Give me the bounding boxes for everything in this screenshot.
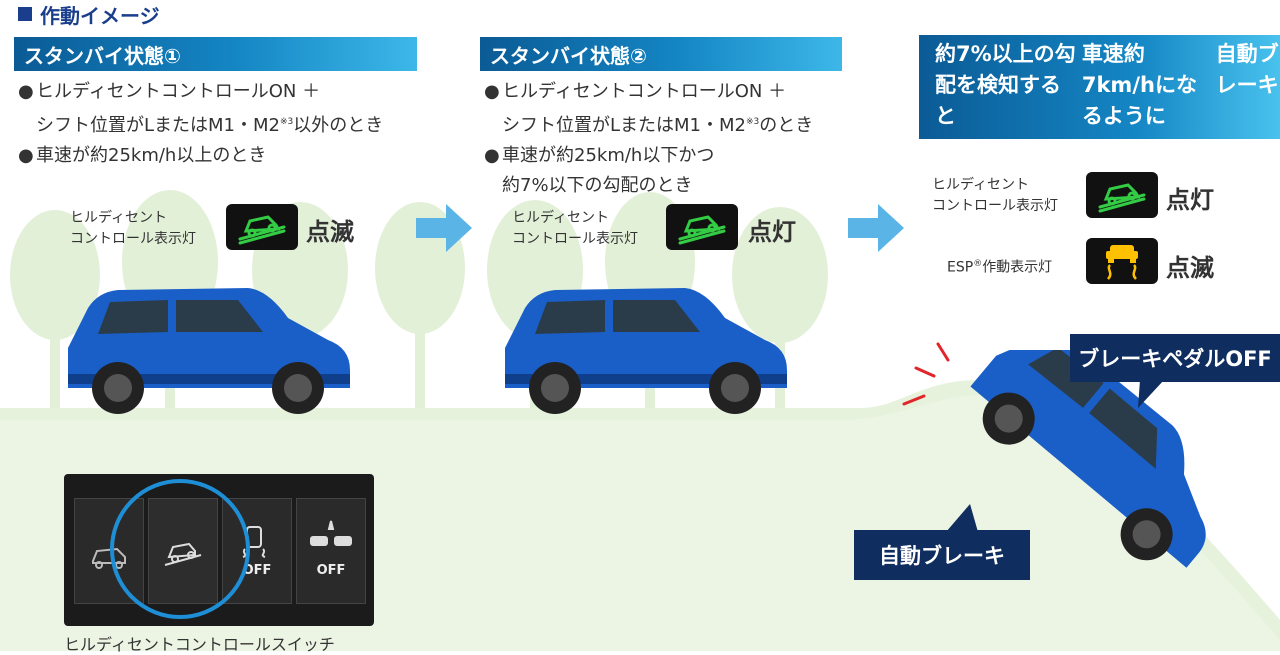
panel3-lamp2-state: 点滅: [1166, 254, 1214, 282]
panel1-heading: スタンバイ状態①: [14, 37, 417, 71]
panel2-lamp-label: ヒルディセント コントロール表示灯: [512, 210, 638, 247]
panel3-lamp1-label: ヒルディセント コントロール表示灯: [932, 177, 1058, 214]
hill-descent-car-icon: [164, 542, 202, 566]
collision-off-switch[interactable]: OFF: [296, 498, 366, 604]
hill-descent-car-icon: [238, 215, 286, 245]
vehicle-icon: [92, 547, 126, 569]
switch-panel-photo: OFF OFF: [64, 474, 374, 626]
condition-item: ●車速が約25km/h以上のとき: [18, 145, 267, 166]
collision-icon: [310, 520, 352, 546]
tree-1: [10, 210, 100, 410]
hill-descent-car-icon: [678, 215, 726, 245]
condition-item: ●車速が約25km/h以下かつ: [484, 145, 715, 166]
condition-item-cont: 約7%以下の勾配のとき: [502, 175, 693, 196]
condition-item: ●ヒルディセントコントロールON ＋: [484, 81, 787, 102]
panel2-lamp-state: 点灯: [748, 218, 796, 246]
panel3-heading: 約7%以上の勾配を検知すると 車速約7km/hになるように 自動ブレーキ: [919, 35, 1280, 139]
hill-descent-lamp: [1086, 172, 1158, 218]
hill-descent-lamp: [666, 204, 738, 250]
car-illustration: [505, 288, 787, 414]
esp-off-switch[interactable]: OFF: [222, 498, 292, 604]
section-title: 作動イメージ: [18, 0, 160, 28]
panel3-lamp1-state: 点灯: [1166, 186, 1214, 214]
switch-btn-1: [74, 498, 144, 604]
panel2-heading-text: スタンバイ状態②: [490, 43, 647, 68]
panel1-lamp-state: 点滅: [306, 218, 354, 246]
arrow-right-icon: [848, 204, 904, 252]
panel2-conditions: ●ヒルディセントコントロールON ＋ シフト位置がLまたはM1・M2※3のとき …: [484, 77, 813, 201]
hill-descent-car-icon: [1098, 183, 1146, 213]
condition-item: ●ヒルディセントコントロールON ＋: [18, 81, 321, 102]
panel1-heading-text: スタンバイ状態①: [24, 43, 181, 68]
callout-pointer: [1138, 380, 1164, 408]
callout-brake-pedal-off: ブレーキペダルOFF: [1070, 334, 1280, 382]
panel1-conditions: ●ヒルディセントコントロールON ＋ シフト位置がLまたはM1・M2※3以外のと…: [18, 77, 383, 171]
panel2-heading: スタンバイ状態②: [480, 37, 842, 71]
condition-item-cont: シフト位置がLまたはM1・M2※3以外のとき: [36, 115, 384, 136]
highlight-circle: [110, 479, 250, 619]
brake-lines-icon: [902, 342, 950, 406]
section-title-text: 作動イメージ: [40, 3, 160, 28]
title-square-icon: [18, 7, 32, 21]
car-illustration: [68, 288, 350, 414]
callout-pointer: [946, 504, 978, 532]
panel1-lamp-label: ヒルディセント コントロール表示灯: [70, 210, 196, 247]
esp-lamp: [1086, 238, 1158, 284]
panel3-lamp2-label: ESP®作動表示灯: [947, 259, 1053, 276]
condition-item-cont: シフト位置がLまたはM1・M2※3のとき: [502, 115, 814, 136]
esp-skid-icon: [1106, 245, 1138, 280]
arrow-right-icon: [416, 204, 472, 252]
hill-descent-lamp: [226, 204, 298, 250]
hill-descent-switch[interactable]: [148, 498, 218, 604]
car-on-slope-illustration: [970, 350, 1206, 568]
switch-caption: ヒルディセントコントロールスイッチ: [64, 635, 335, 654]
callout-auto-brake: 自動ブレーキ: [854, 530, 1030, 580]
